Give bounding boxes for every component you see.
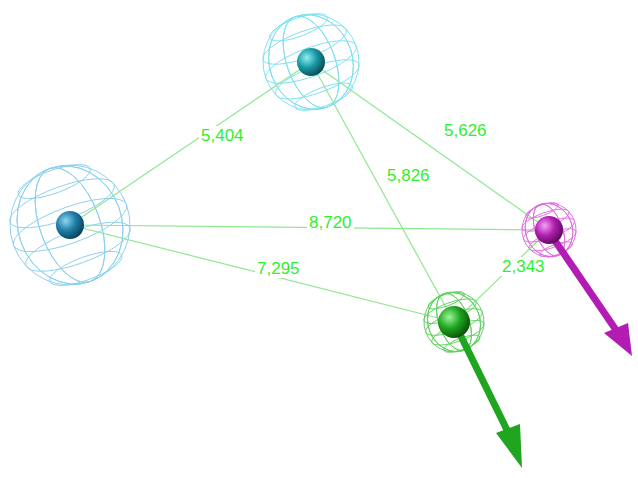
distance-line <box>70 225 454 322</box>
meridian <box>21 158 118 291</box>
distance-label: 7,295 <box>255 259 302 278</box>
distance-label: 2,343 <box>500 257 547 276</box>
distance-label: 5,404 <box>199 126 246 145</box>
distance-label: 5,626 <box>442 121 489 140</box>
atom <box>438 306 470 338</box>
atom <box>56 211 84 239</box>
green-arrowhead <box>496 424 522 468</box>
distance-line <box>454 230 549 322</box>
atom <box>535 216 563 244</box>
meridian <box>518 197 580 264</box>
magenta-arrowhead <box>604 323 632 356</box>
vector-arrows <box>455 232 632 468</box>
meridian <box>518 197 580 264</box>
meridian <box>49 169 90 282</box>
distance-label: 5,826 <box>385 166 432 185</box>
meridian <box>419 285 488 359</box>
meridian <box>249 0 372 123</box>
meridian <box>514 195 583 264</box>
meridian <box>295 17 328 107</box>
parallel <box>266 8 330 46</box>
distance-line <box>311 62 549 230</box>
meridian <box>21 158 118 291</box>
wireframe-spheres <box>0 0 584 360</box>
meridian <box>416 284 493 361</box>
atom <box>297 48 325 76</box>
green-vector <box>455 324 508 432</box>
wireframe-sphere <box>249 0 372 123</box>
meridian <box>255 3 366 122</box>
parallel <box>46 245 126 293</box>
wireframe-sphere <box>0 148 147 302</box>
magenta-vector <box>549 232 616 330</box>
meridian <box>255 3 366 122</box>
distance-line <box>70 62 311 225</box>
meridian <box>272 9 350 116</box>
meridian <box>1 151 140 299</box>
distance-lines <box>70 62 549 322</box>
meridian <box>0 148 147 302</box>
distance-line <box>311 62 454 322</box>
wireframe-sphere <box>514 195 583 264</box>
atoms <box>56 48 563 338</box>
distance-label: 8,720 <box>307 213 354 232</box>
meridian <box>272 9 350 116</box>
wireframe-sphere <box>416 284 493 361</box>
meridian <box>1 151 140 299</box>
parallel <box>14 158 94 206</box>
parallel <box>292 78 356 116</box>
meridian <box>419 285 488 359</box>
